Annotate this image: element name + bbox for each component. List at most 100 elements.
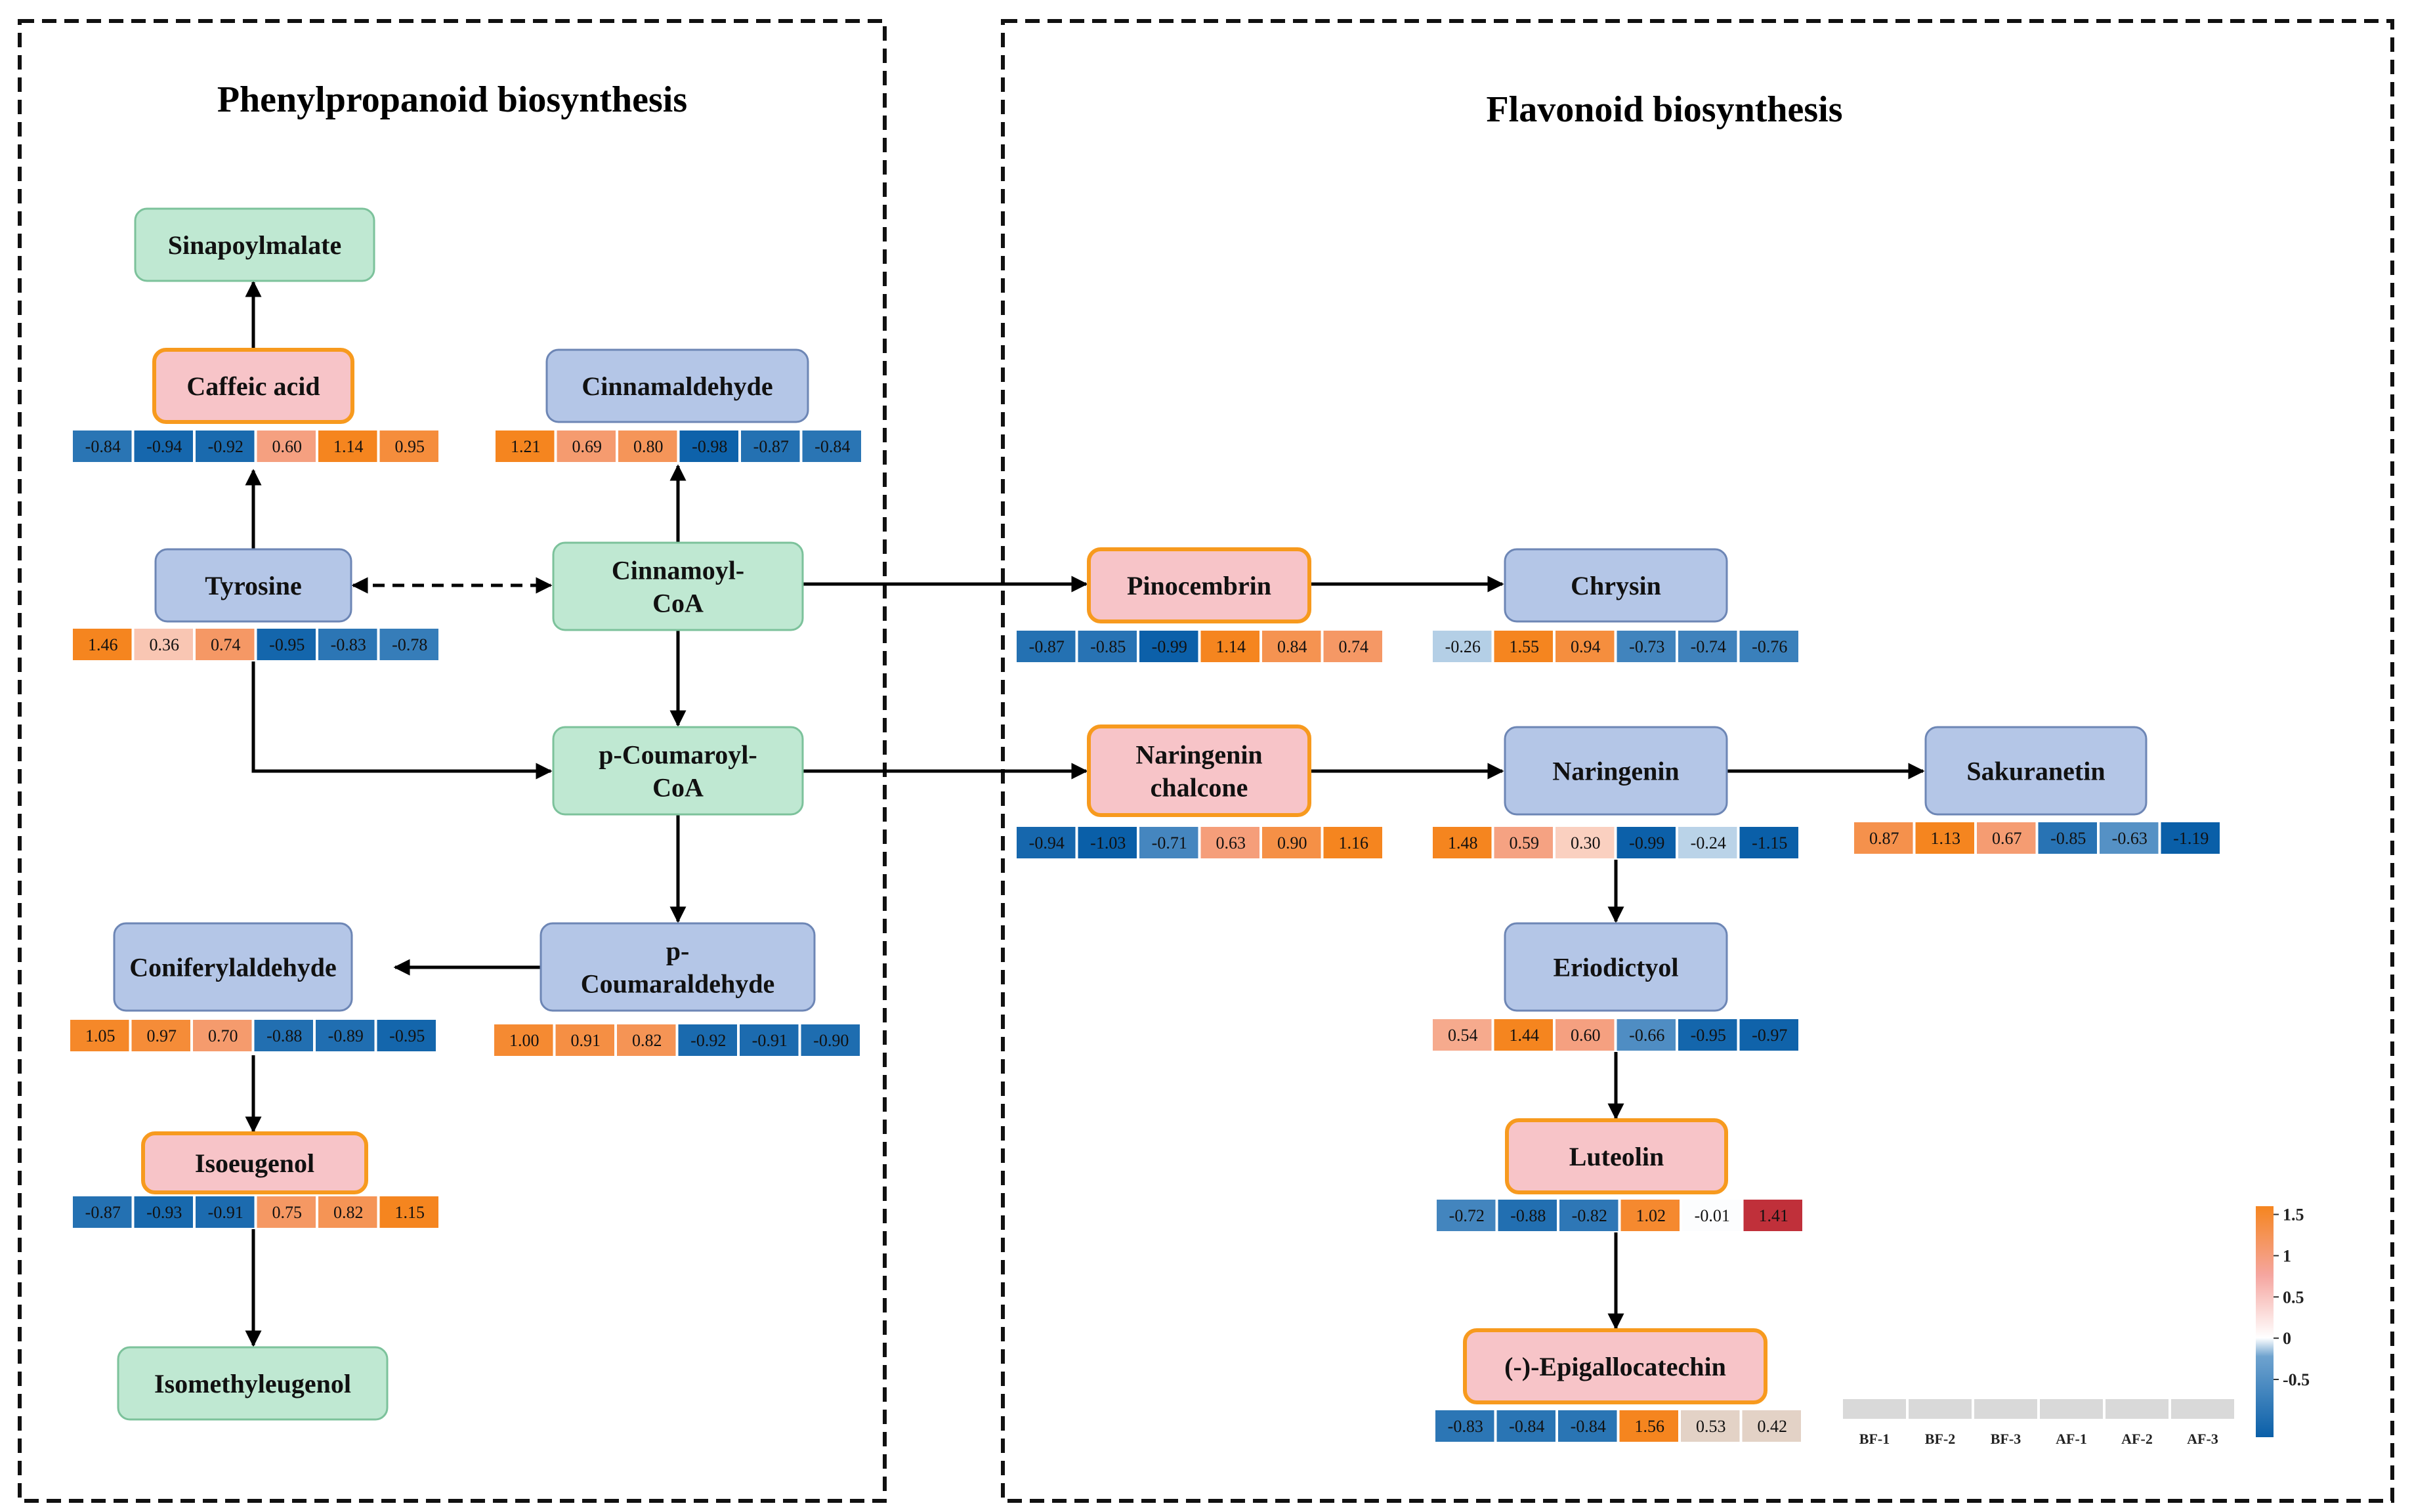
- node-p-coumaroyl-coa: p-Coumaroyl-CoA: [552, 726, 804, 816]
- heatmap-cell: [1677, 826, 1739, 860]
- heatmap-cell: [317, 627, 379, 662]
- heatmap-cell: [1619, 1198, 1681, 1232]
- heatmap-value: -0.87: [85, 1203, 121, 1222]
- heatmap-value: -0.98: [692, 437, 727, 456]
- heatmap-cell: [1199, 826, 1261, 860]
- heatmap-cell: [1199, 629, 1261, 663]
- heatmap-cell: [133, 627, 194, 662]
- heatmap-cell: [72, 1195, 133, 1229]
- heatmap-cell: [616, 1023, 677, 1057]
- heatmap-value: -0.99: [1152, 637, 1187, 656]
- heatmap-value: 1.16: [1339, 833, 1369, 852]
- node-label-luteolin: Luteolin: [1569, 1142, 1664, 1171]
- heatmap-cell: [678, 429, 740, 463]
- scale-tick-label: 0.5: [2283, 1288, 2304, 1307]
- node-box-isoeugenol: [141, 1131, 368, 1194]
- node-label-p-coumaraldehyde: p-: [666, 936, 690, 966]
- heatmap-cell: [801, 429, 862, 463]
- heatmap-value: -0.94: [1029, 833, 1065, 852]
- heatmap-cell: [317, 429, 379, 463]
- panel-frame-right: [1001, 19, 2394, 1503]
- heatmap-cell: [1261, 826, 1322, 860]
- heatmap-cell: [740, 429, 801, 463]
- heatmap-value: -0.92: [690, 1031, 726, 1050]
- heatmap-value: -0.99: [1629, 833, 1664, 852]
- heatmap-cell: [1431, 629, 1493, 663]
- node-box-pinocembrin: [1087, 547, 1311, 623]
- heatmap-cell: [1677, 629, 1739, 663]
- heatmap-value: -1.19: [2173, 829, 2209, 848]
- node-sakuranetin: Sakuranetin: [1924, 726, 2148, 816]
- heatmap-value: -0.93: [146, 1203, 182, 1222]
- heatmap-cell: [1615, 1018, 1677, 1052]
- heatmap-cell: [1554, 826, 1616, 860]
- heatmap-cell: [2037, 821, 2098, 855]
- heatmap-value: -0.92: [208, 437, 243, 456]
- heatmap-cell: [317, 1195, 379, 1229]
- heatmap-value: -0.84: [1571, 1417, 1606, 1436]
- heatmap-value: -0.82: [1572, 1206, 1607, 1225]
- node-label-epigallocatechin: (-)-Epigallocatechin: [1504, 1352, 1726, 1381]
- scale-tick-label: 1.5: [2283, 1206, 2304, 1225]
- heatmap-cell: [133, 1195, 194, 1229]
- heatmap-cell: [1435, 1198, 1497, 1232]
- heatmap-value: -0.01: [1695, 1206, 1730, 1225]
- panel-title-phenylpropanoid: Phenylpropanoid biosynthesis: [217, 79, 687, 120]
- heatmap-value: -1.03: [1090, 833, 1126, 852]
- heatmap-cell: [1615, 826, 1677, 860]
- heatmap-value: -0.95: [269, 635, 305, 654]
- heatmap-value: 0.87: [1869, 829, 1899, 848]
- heatmap-value: 0.91: [571, 1031, 601, 1050]
- heatmap-cell: [1492, 1018, 1554, 1052]
- heatmap-cell: [493, 1023, 555, 1057]
- node-box-cinnamoyl-coa: [552, 541, 804, 631]
- heatmap-cell: [1015, 629, 1077, 663]
- heatmap-value: -0.88: [266, 1026, 302, 1045]
- heatmap-cell: [617, 429, 679, 463]
- node-box-luteolin: [1505, 1118, 1728, 1194]
- heatmap-cell: [738, 1023, 800, 1057]
- heatmap-value: 0.60: [1571, 1026, 1601, 1045]
- node-label-naringenin-chalcone: Naringenin: [1135, 740, 1262, 770]
- heatmap-cell: [375, 1018, 437, 1053]
- node-box-sakuranetin: [1924, 726, 2148, 816]
- heatmap-value: -0.87: [1029, 637, 1065, 656]
- node-label-cinnamoyl-coa: CoA: [652, 589, 704, 618]
- node-box-epigallocatechin: [1463, 1328, 1767, 1404]
- heatmap-value: 1.14: [333, 437, 364, 456]
- heatmap-cell: [255, 429, 317, 463]
- heatmap-cell: [1554, 629, 1616, 663]
- heatmap-cell: [378, 1195, 440, 1229]
- heatmap-value: -0.97: [1752, 1026, 1787, 1045]
- heatmap-cell: [255, 1195, 317, 1229]
- node-box-caffeic-acid: [152, 348, 354, 424]
- heatmap-value: 0.74: [211, 635, 241, 654]
- heatmap-cell: [194, 627, 256, 662]
- node-label-isomethyleugenol: Isomethyleugenol: [154, 1369, 351, 1398]
- heatmap-cell: [1741, 1409, 1802, 1443]
- heatmap-value: 1.14: [1216, 637, 1246, 656]
- node-label-p-coumaroyl-coa: p-Coumaroyl-: [599, 740, 757, 770]
- heatmap-value: 0.54: [1448, 1026, 1478, 1045]
- heatmap-cell: [1261, 629, 1322, 663]
- heatmap-value: 0.42: [1758, 1417, 1788, 1436]
- heatmap-value: -0.72: [1449, 1206, 1485, 1225]
- heatmap-value: -0.83: [1448, 1417, 1483, 1436]
- node-chrysin: Chrysin: [1504, 548, 1728, 623]
- node-box-naringenin: [1504, 726, 1728, 816]
- heatmap-cell: [1738, 1018, 1800, 1052]
- heatmap-cell: [1015, 826, 1077, 860]
- heatmap-value: -0.74: [1691, 637, 1726, 656]
- node-label-naringenin-chalcone: chalcone: [1151, 773, 1248, 803]
- heatmap-value: -0.85: [1090, 637, 1126, 656]
- heatmap-cell: [1554, 1018, 1616, 1052]
- node-coniferylaldehyde: Coniferylaldehyde: [113, 922, 353, 1012]
